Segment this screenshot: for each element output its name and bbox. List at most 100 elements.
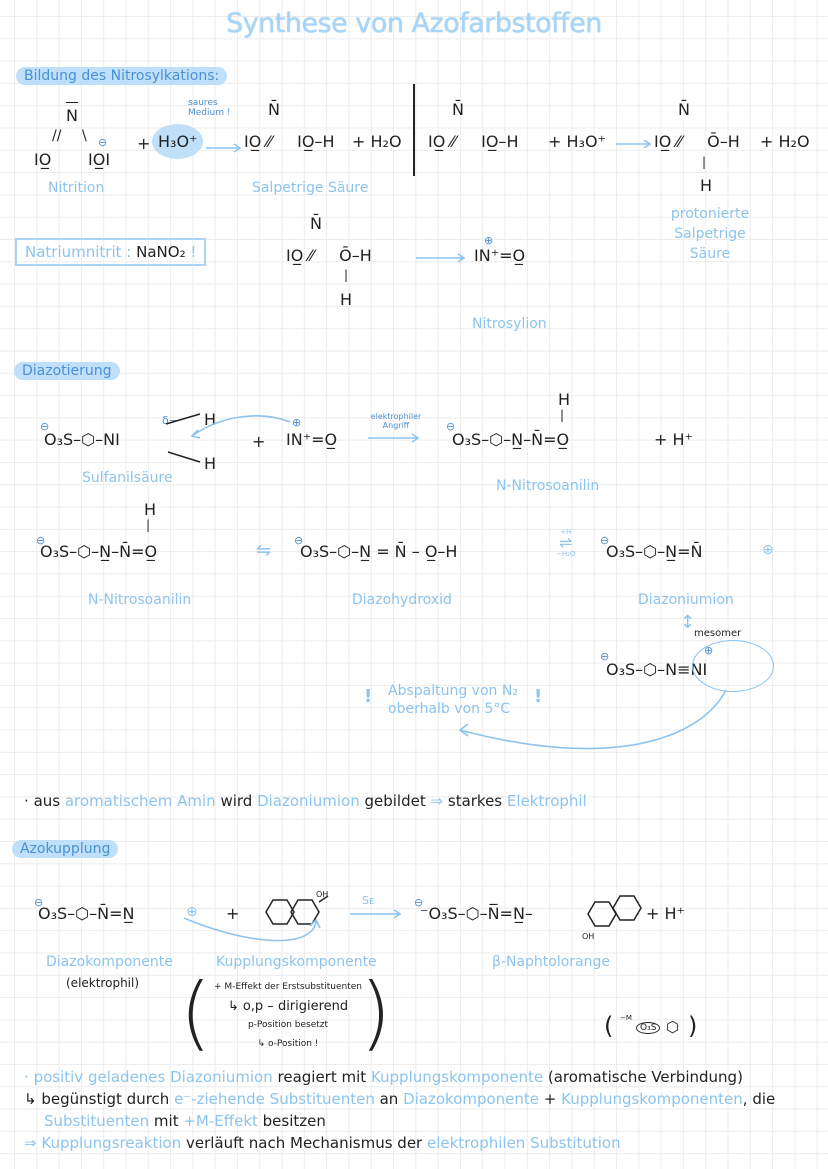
- proton-byproduct: + H⁺: [646, 904, 685, 923]
- summary-line: · aus aromatischem Amin wird Diazoniumio…: [24, 792, 587, 810]
- minus-charge-icon: ⊖: [40, 420, 50, 433]
- nitrogen-atom: N: [66, 106, 78, 125]
- reaction-arrow-icon: [416, 253, 466, 263]
- warning-text: Abspaltung von N₂ oberhalb von 5°C: [388, 682, 518, 718]
- text-segment: Elektrophil: [506, 792, 587, 810]
- hydrogen-atom: H: [700, 176, 713, 195]
- double-bond: //: [52, 128, 62, 144]
- electron-attack-arrow-icon: [190, 415, 291, 439]
- label-se: Sᴇ: [362, 894, 375, 907]
- hydrogen-atom: H: [558, 390, 571, 409]
- diazonium-mesomer-structure: O₃S–⬡–N≡NI: [606, 660, 708, 679]
- reaction-arrow-icon: [206, 143, 242, 153]
- text-segment: besitzen: [257, 1112, 326, 1130]
- text-segment: an: [374, 1090, 404, 1108]
- warning-line-1: Abspaltung von N₂: [388, 683, 518, 699]
- text-segment: e⁻-ziehende Substituenten: [174, 1090, 375, 1108]
- hydronium-reagent: H₃O⁺: [152, 124, 204, 159]
- section-label-diazotierung: Diazotierung: [14, 362, 120, 380]
- species-diazohydroxid: O₃S–⬡–N̲ = N̄ – O̲–H: [300, 542, 458, 561]
- side-note-paren-close: ): [688, 1012, 698, 1040]
- text-segment: , die: [742, 1090, 776, 1108]
- nitrous-acid-formula-2: IO̲ ⁄⁄ IO̲–H: [428, 132, 519, 151]
- warning-icon: !: [534, 686, 543, 707]
- implies-arrow-icon: ⇒: [430, 792, 444, 810]
- bond-vertical: |: [560, 408, 565, 422]
- text-segment: Diazokomponente: [403, 1090, 540, 1108]
- note-op-dirigierend: ↳ o,p – dirigierend: [227, 999, 349, 1014]
- naphthyl-ring-icon: [587, 895, 642, 927]
- bullet: ·: [24, 792, 29, 810]
- coupling-notes: + M-Effekt der Erstsubstituenten ↳ o,p –…: [200, 978, 376, 1054]
- hydrogen-atom: H: [340, 290, 353, 309]
- naphtolorange-product: ⁻O₃S–⬡–N̅=N̲–: [420, 904, 533, 923]
- section-label-nitrosyl: Bildung des Nitrosylkations:: [16, 67, 228, 85]
- plus-sign: +: [137, 134, 151, 153]
- equilibrium-conditions: +H ⇌ −H₂O: [556, 528, 575, 558]
- text-segment: +: [539, 1090, 562, 1108]
- label-mesomer: mesomer: [694, 628, 742, 639]
- label-n-nitrosoanilin: N-Nitrosoanilin: [496, 478, 600, 494]
- plus-charge-icon: ⊕: [186, 904, 198, 920]
- bottom-note-3: Substituenten mit +M-Effekt besitzen: [44, 1112, 326, 1130]
- lone-pair-bar: [66, 102, 78, 103]
- nitrogen-loss-arrow-icon: [458, 689, 727, 750]
- section-label-azokupplung: Azokupplung: [12, 840, 119, 858]
- highlight-circle: [692, 640, 774, 692]
- bottom-note-4: ⇒ Kupplungsreaktion verläuft nach Mechan…: [24, 1134, 621, 1152]
- water-byproduct-2: + H₂O: [760, 132, 810, 151]
- text-segment: +M-Effekt: [183, 1112, 258, 1130]
- equilibrium-arrow-icon: ⇌: [559, 533, 573, 552]
- protonated-acid-formula-3: IO̲ ⁄⁄ Ō–H: [286, 246, 372, 265]
- label-kupplungskomponente: Kupplungskomponente: [216, 954, 377, 970]
- benzene-ring-icon: ⬡: [666, 1018, 680, 1036]
- text-segment: aus: [33, 792, 61, 810]
- label-diazokomponente: Diazokomponente: [46, 954, 173, 970]
- bottom-note-2: ↳ begünstigt durch e⁻-ziehende Substitue…: [24, 1090, 775, 1108]
- hook-arrow-icon: ↳: [24, 1090, 37, 1108]
- plus-charge-icon: ⊕: [292, 416, 302, 429]
- oxygen-right: IO̲I: [88, 150, 111, 169]
- so3-group-circled: O₃S: [636, 1022, 661, 1034]
- label-diazohydroxid: Diazohydroxid: [352, 592, 452, 608]
- hydroxyl-label: OH: [316, 890, 329, 899]
- species-n-nitrosoanilin: O₃S–⬡–N̲–N̄=O̲: [40, 542, 158, 561]
- nitrous-acid-structure: N̄: [268, 100, 280, 119]
- text-segment: Substituenten: [44, 1112, 150, 1130]
- label-nitrition: Nitrition: [48, 180, 105, 196]
- label-elektrophiler-angriff: elektrophiler Angriff: [370, 412, 422, 430]
- label-n-nitrosoanilin-2: N-Nitrosoanilin: [88, 592, 192, 608]
- note-o-position: ↳ o-Position !: [257, 1039, 319, 1049]
- condition-plus-h: +H: [560, 528, 572, 536]
- plus-charge-icon: ⊕: [762, 542, 774, 558]
- label-protonierte-saeure: protonierte Salpetrige Säure: [670, 206, 750, 262]
- coupling-attack-arrow-icon: [183, 917, 321, 942]
- bond-lines: [165, 413, 201, 463]
- minus-charge-icon: ⊖: [600, 534, 610, 547]
- page-title: Synthese von Azofarbstoffen: [226, 8, 602, 39]
- text-segment: (aromatische Verbindung): [543, 1068, 743, 1086]
- n-nitrosoanilin-product: O₃S–⬡–N̲–N̄=O̲: [452, 430, 570, 449]
- label-diazoniumion: Diazoniumion: [638, 592, 734, 608]
- label-elektrophil: (elektrophil): [66, 976, 140, 990]
- hydrogen-atom: H: [144, 500, 157, 519]
- text-segment: positiv geladenes Diazoniumion: [33, 1068, 273, 1086]
- condition-acidic-medium: saures Medium !: [188, 98, 231, 118]
- text-segment: mit: [149, 1112, 184, 1130]
- protonated-acid-formula: IO̲ ⁄⁄ Ō–H: [654, 132, 740, 151]
- protonated-acid-structure-3: N̄: [310, 214, 322, 233]
- text-segment: aromatischem Amin: [64, 792, 216, 810]
- naphthol-structure-icon: [265, 895, 329, 925]
- minus-charge-icon: ⊖: [600, 650, 610, 663]
- text-segment: begünstigt durch: [41, 1090, 175, 1108]
- single-bond: \: [82, 128, 87, 144]
- text-segment: starkes: [447, 792, 503, 810]
- proton-byproduct: + H⁺: [654, 430, 693, 449]
- text-segment: Kupplungsreaktion: [41, 1134, 182, 1152]
- bullet: ·: [24, 1068, 29, 1086]
- sulfanilic-acid: O₃S–⬡–NI: [44, 430, 120, 449]
- section-divider: [413, 84, 415, 176]
- minus-charge-icon: ⊖: [294, 534, 304, 547]
- oxygen-left: IO̲: [34, 150, 52, 169]
- note-formula: NaNO₂: [136, 243, 186, 261]
